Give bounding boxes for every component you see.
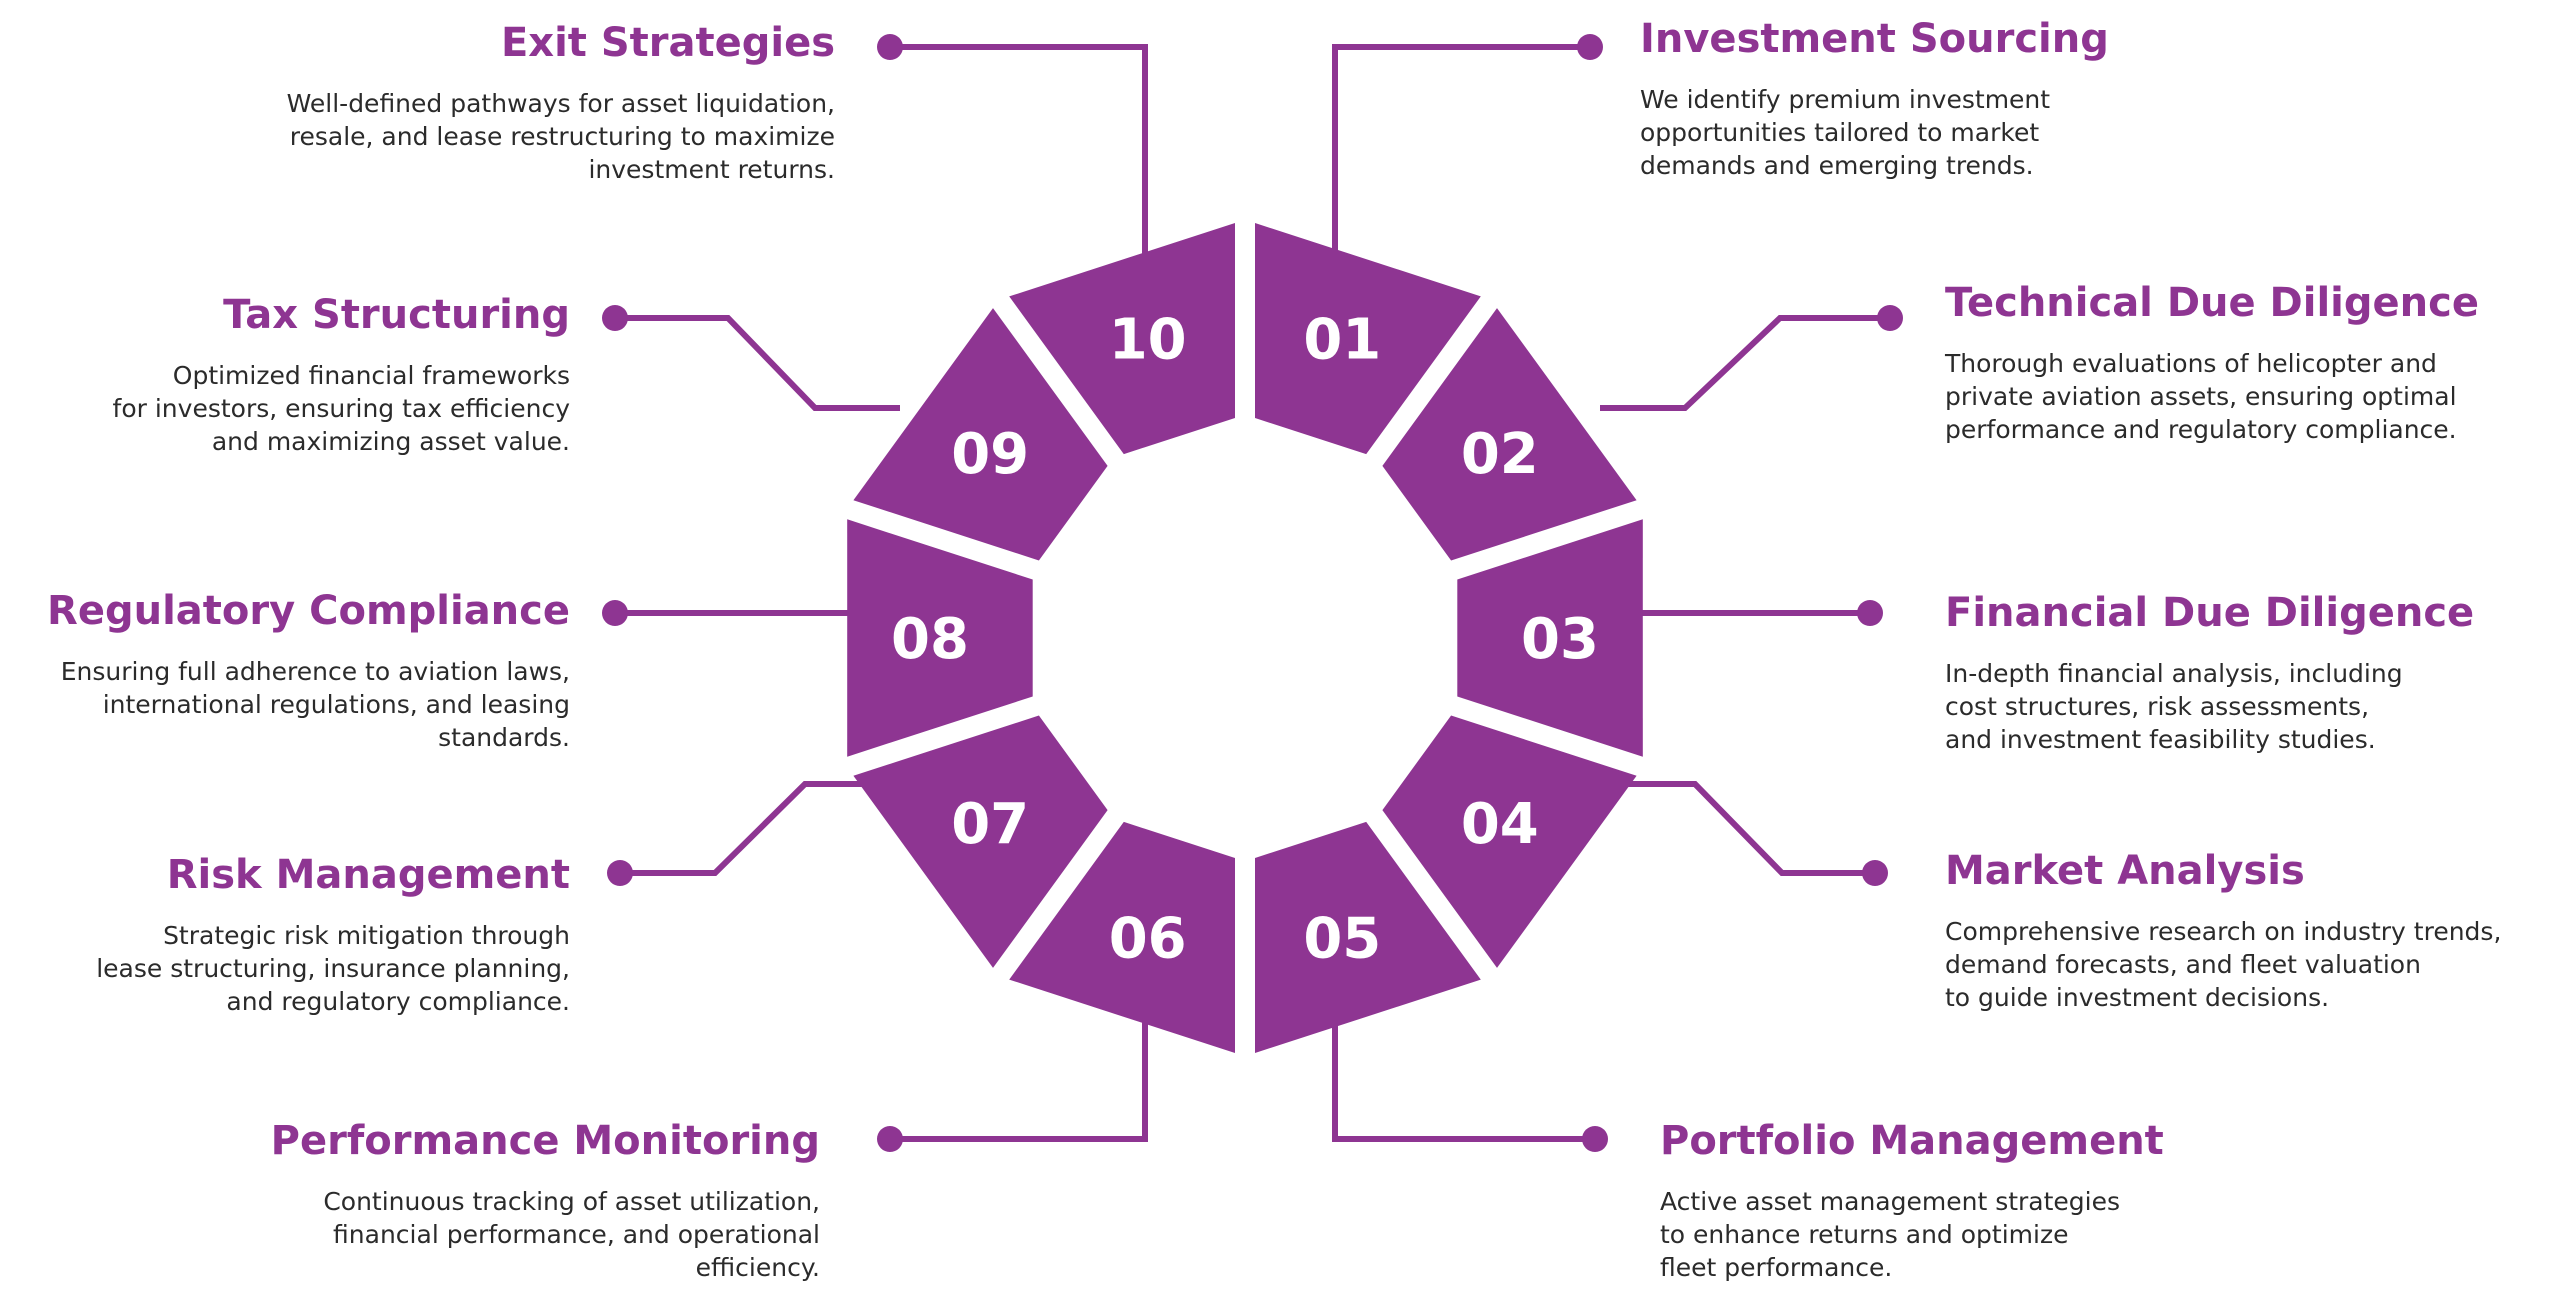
step-description-line: Optimized financial frameworks xyxy=(173,361,570,390)
step-title: Market Analysis xyxy=(1945,848,2305,894)
step-description-line: cost structures, risk assessments, xyxy=(1945,692,2369,721)
step-description-line: We identify premium investment xyxy=(1640,85,2050,114)
step-title: Regulatory Compliance xyxy=(47,588,570,634)
step-title: Exit Strategies xyxy=(501,20,835,66)
connector-line-07 xyxy=(620,781,880,876)
ring-segment-08 xyxy=(847,519,1033,757)
connector-dot-04 xyxy=(1862,860,1888,886)
step-description-line: fleet performance. xyxy=(1660,1253,1892,1282)
step-number-09: 09 xyxy=(951,422,1029,487)
step-description-line: demand forecasts, and fleet valuation xyxy=(1945,950,2421,979)
step-description-line: international regulations, and leasing xyxy=(103,690,570,719)
ring-segment-03 xyxy=(1457,519,1643,757)
step-number-07: 07 xyxy=(951,792,1029,857)
connector-line-10 xyxy=(890,44,1148,258)
step-number-05: 05 xyxy=(1303,907,1381,972)
connector-dot-07 xyxy=(607,860,633,886)
connector-dot-10 xyxy=(877,34,903,60)
step-title: Technical Due Diligence xyxy=(1945,280,2479,326)
step-description-line: efficiency. xyxy=(696,1253,820,1282)
ring-segment-04 xyxy=(1382,715,1637,968)
step-description-line: lease structuring, insurance planning, xyxy=(96,954,570,983)
connector-dot-05 xyxy=(1582,1126,1608,1152)
step-description-line: for investors, ensuring tax efficiency xyxy=(113,394,571,423)
connector-line-05 xyxy=(1332,1010,1595,1142)
connector-dot-03 xyxy=(1857,600,1883,626)
step-description-line: private aviation assets, ensuring optima… xyxy=(1945,382,2457,411)
step-description-line: Thorough evaluations of helicopter and xyxy=(1944,349,2437,378)
step-description-line: investment returns. xyxy=(588,155,835,184)
step-title: Risk Management xyxy=(167,852,570,898)
step-description-line: performance and regulatory compliance. xyxy=(1945,415,2457,444)
connector-line-04 xyxy=(1600,781,1875,876)
connector-dot-01 xyxy=(1577,34,1603,60)
ring-segment-05 xyxy=(1255,821,1481,1053)
step-description-line: standards. xyxy=(438,723,570,752)
step-description-line: and regulatory compliance. xyxy=(226,987,570,1016)
step-title: Tax Structuring xyxy=(223,292,570,338)
step-description-line: resale, and lease restructuring to maxim… xyxy=(290,122,835,151)
step-number-03: 03 xyxy=(1521,607,1599,672)
connector-dot-02 xyxy=(1877,305,1903,331)
connector-line-06 xyxy=(890,1010,1148,1142)
step-number-04: 04 xyxy=(1461,792,1539,857)
connector-line-09 xyxy=(615,315,900,411)
step-number-01: 01 xyxy=(1303,307,1381,372)
step-description-line: Active asset management strategies xyxy=(1660,1187,2120,1216)
ring-segment-01 xyxy=(1255,223,1481,455)
step-description-line: Ensuring full adherence to aviation laws… xyxy=(61,657,570,686)
connector-dot-09 xyxy=(602,305,628,331)
ring-segment-10 xyxy=(1009,223,1235,455)
ring-segment-09 xyxy=(853,308,1108,561)
step-title: Performance Monitoring xyxy=(271,1118,820,1164)
step-number-06: 06 xyxy=(1109,907,1187,972)
ring-segment-02 xyxy=(1382,308,1637,561)
step-title: Investment Sourcing xyxy=(1640,16,2109,62)
connector-dot-08 xyxy=(602,600,628,626)
step-description-line: to enhance returns and optimize xyxy=(1660,1220,2068,1249)
ring-segment-06 xyxy=(1009,821,1235,1053)
connector-line-01 xyxy=(1332,44,1590,258)
step-description-line: to guide investment decisions. xyxy=(1945,983,2329,1012)
step-description-line: opportunities tailored to market xyxy=(1640,118,2039,147)
step-description-line: Strategic risk mitigation through xyxy=(163,921,570,950)
step-title: Financial Due Diligence xyxy=(1945,590,2474,636)
step-description-line: financial performance, and operational xyxy=(333,1220,820,1249)
step-number-10: 10 xyxy=(1109,307,1187,372)
step-number-08: 08 xyxy=(891,607,969,672)
step-description-line: demands and emerging trends. xyxy=(1640,151,2034,180)
step-description-line: Comprehensive research on industry trend… xyxy=(1945,917,2501,946)
step-description-line: and investment feasibility studies. xyxy=(1945,725,2376,754)
step-number-02: 02 xyxy=(1461,422,1539,487)
step-title: Portfolio Management xyxy=(1660,1118,2164,1164)
step-description-line: Continuous tracking of asset utilization… xyxy=(323,1187,820,1216)
step-description-line: and maximizing asset value. xyxy=(212,427,570,456)
step-description-line: In-depth financial analysis, including xyxy=(1945,659,2403,688)
connector-line-02 xyxy=(1600,315,1890,411)
step-block-01: Investment Sourcing We identify premium i… xyxy=(1640,16,2109,180)
step-description-line: Well-defined pathways for asset liquidat… xyxy=(287,89,835,118)
ring-segment-07 xyxy=(853,715,1108,968)
connector-dot-06 xyxy=(877,1126,903,1152)
